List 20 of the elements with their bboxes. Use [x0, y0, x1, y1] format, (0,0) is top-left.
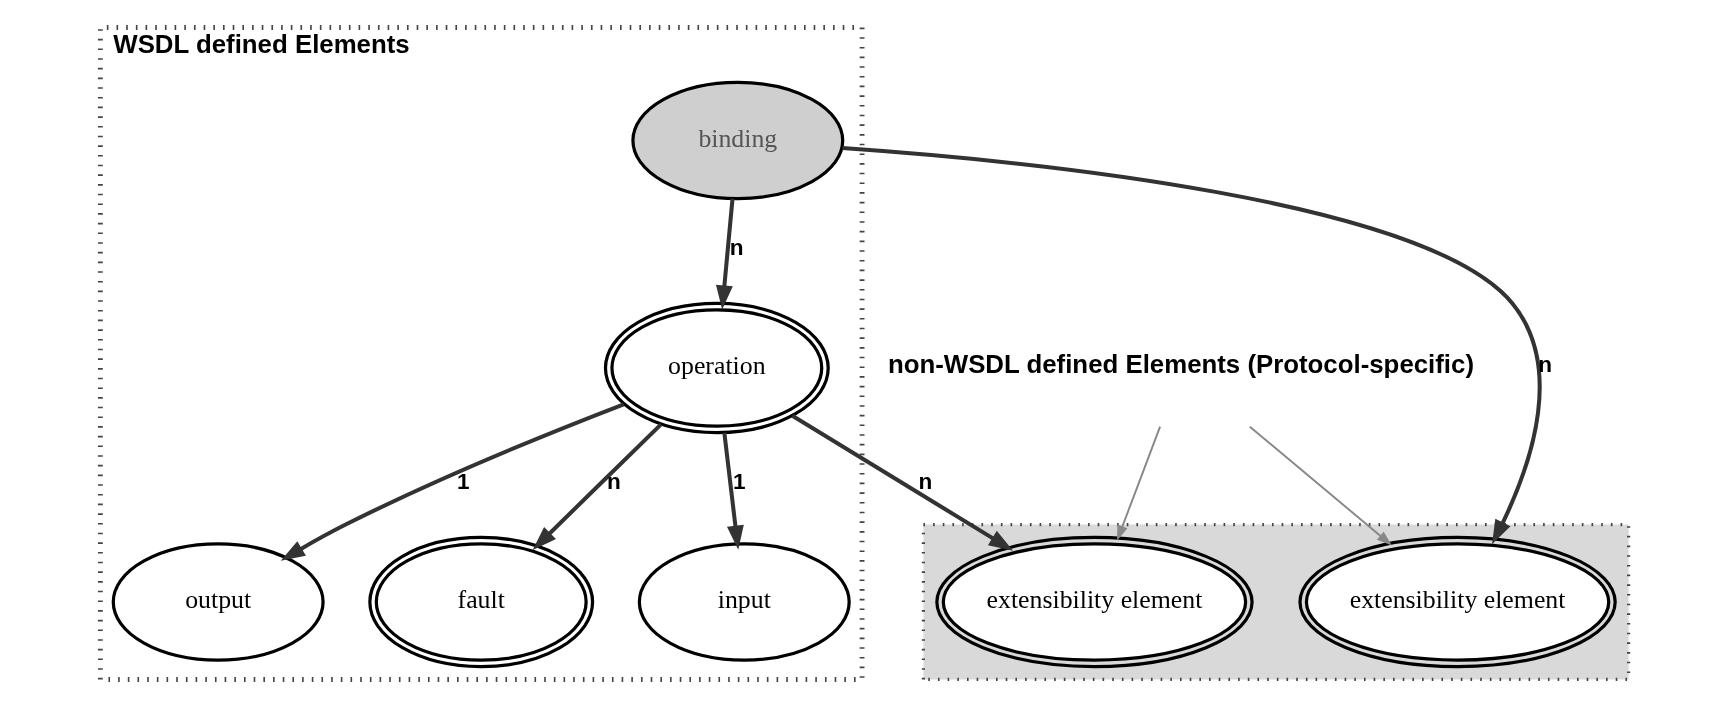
edge-label: n — [918, 469, 933, 495]
arrow — [532, 422, 663, 550]
node-ellipse: extensibility element — [1298, 535, 1617, 669]
edge-label: 1 — [732, 469, 746, 495]
arrow — [1248, 425, 1392, 546]
edge-label: n — [729, 235, 744, 261]
edge-label: 1 — [457, 469, 470, 495]
arrow — [1117, 425, 1162, 541]
arrow — [280, 402, 625, 561]
node-ellipse: binding — [631, 80, 845, 201]
node-ellipse: extensibility element — [935, 535, 1254, 669]
node-ellipse: fault — [368, 535, 595, 669]
arrow — [791, 414, 1014, 551]
node-ellipse: input — [637, 542, 851, 662]
arrow — [722, 432, 744, 550]
arrow — [842, 146, 1542, 545]
arrow — [715, 198, 735, 310]
node-text: non-WSDL defined Elements (Protocol-specific) — [887, 349, 1474, 378]
edge-label: n — [607, 469, 621, 495]
node-ellipse: operation — [603, 301, 830, 435]
